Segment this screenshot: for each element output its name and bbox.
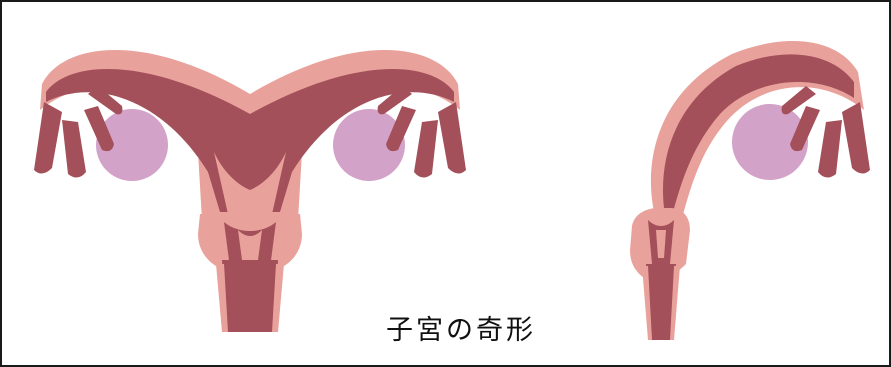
unicornuate-outer (648, 41, 864, 239)
unicornuate-ovary (732, 104, 808, 180)
left-fimbriae (34, 86, 123, 178)
normal-vagina (222, 260, 278, 332)
normal-uterus-cavity (46, 69, 454, 212)
unicornuate-uterus (630, 41, 870, 340)
left-ovary (96, 109, 168, 181)
unicornuate-cavity (662, 54, 854, 216)
right-ovary (333, 109, 405, 181)
unicornuate-fimbriae (781, 86, 870, 178)
caption-title: 子宮の奇形 (386, 315, 536, 346)
right-fimbriae (377, 86, 466, 178)
normal-uterus (34, 49, 466, 332)
unicornuate-vagina (646, 264, 676, 340)
